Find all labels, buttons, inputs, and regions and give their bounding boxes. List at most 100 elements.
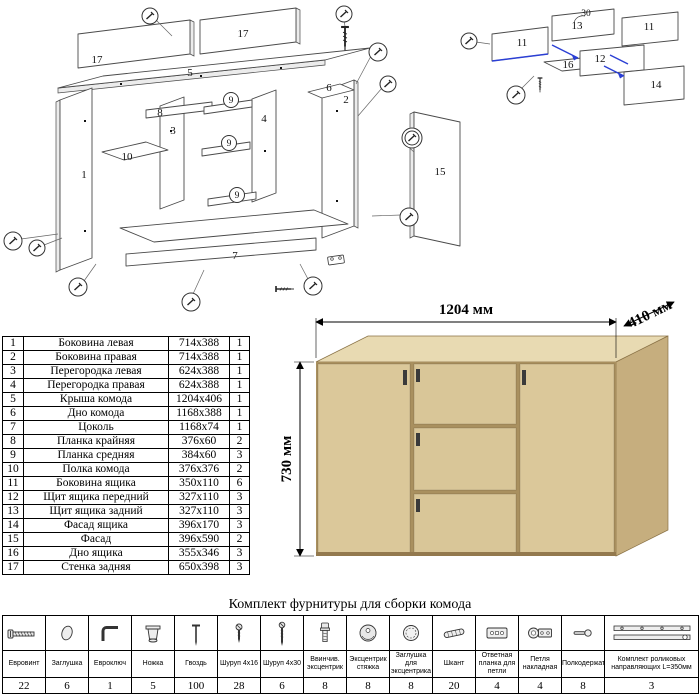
parts-table: 1 Боковина левая 714x388 1 2 Боковина пр…: [2, 336, 250, 575]
part-label: 5: [187, 67, 193, 79]
part-size: 714x388: [168, 336, 230, 351]
part-quantity: 2: [229, 434, 250, 449]
part-quantity: 1: [229, 364, 250, 379]
hardware-name: Гвоздь: [174, 650, 218, 678]
hardware-qty: 28: [217, 677, 261, 694]
part-size: 1168x74: [168, 420, 230, 435]
part-size: 384x60: [168, 448, 230, 463]
part-number: 14: [2, 518, 24, 533]
part-number: 13: [2, 504, 24, 519]
part-quantity: 1: [229, 406, 250, 421]
hardware-name: Евровинт: [2, 650, 46, 678]
parts-table-body: 1 Боковина левая 714x388 1 2 Боковина пр…: [2, 336, 250, 575]
hardware-name: Заглушка: [45, 650, 89, 678]
part-label: 7: [232, 250, 238, 262]
part-label: 17: [238, 28, 250, 40]
part-name: Боковина левая: [23, 336, 169, 351]
eccentric-cam-icon: [359, 624, 377, 642]
part-size: 1168x388: [168, 406, 230, 421]
hardware-qty: 8: [561, 677, 605, 694]
drawer-handle: [416, 433, 420, 446]
part-number: 1: [2, 336, 24, 351]
part-number: 16: [2, 546, 24, 561]
part-quantity: 1: [229, 378, 250, 393]
hardware-name: Шуруп 4x16: [217, 650, 261, 678]
hardware-qty: 1: [88, 677, 132, 694]
part-quantity: 3: [229, 490, 250, 505]
part-number: 11: [2, 476, 24, 491]
part-quantity: 3: [229, 504, 250, 519]
table-row: 16 Дно ящика 355x346 3: [2, 546, 250, 561]
part-name: Планка средняя: [23, 448, 169, 463]
hardware-names-row: Евровинт Заглушка Евроключ Ножка Гвоздь …: [2, 650, 699, 678]
leader-lines: [20, 19, 415, 295]
part-quantity: 3: [229, 518, 250, 533]
part-quantity: 1: [229, 336, 250, 351]
table-row: 15 Фасад 396x590 2: [2, 532, 250, 547]
table-row: 7 Цоколь 1168x74 1: [2, 420, 250, 435]
part-size: 624x388: [168, 364, 230, 379]
hardware-qty: 3: [604, 677, 699, 694]
roller-guides-icon: [613, 625, 690, 640]
part-size: 355x346: [168, 546, 230, 561]
part-label: 15: [435, 166, 447, 178]
part-size: 396x170: [168, 518, 230, 533]
hardware-kit-title: Комплект фурнитуры для сборки комода: [228, 597, 472, 612]
exploded-cabinet-parts: [55, 7, 461, 273]
shelf-support-icon: [573, 629, 592, 637]
hardware-name: Полкодержатель: [561, 650, 605, 678]
part-name: Фасад ящика: [23, 518, 169, 533]
part-number: 15: [2, 532, 24, 547]
part-number: 2: [2, 350, 24, 365]
depth-dimension-label: 410 мм: [626, 297, 675, 332]
drawer-handle: [416, 369, 420, 382]
part-quantity: 3: [229, 560, 250, 575]
table-row: 14 Фасад ящика 396x170 3: [2, 518, 250, 533]
width-dimension-label: 1204 мм: [439, 302, 493, 318]
hardware-qty: 20: [432, 677, 476, 694]
hardware-name: Шкант: [432, 650, 476, 678]
part-size: 376x376: [168, 462, 230, 477]
part-name: Дно ящика: [23, 546, 169, 561]
part-name: Цоколь: [23, 420, 169, 435]
hinge-plate-icon: [486, 627, 508, 639]
part-size: 1204x406: [168, 392, 230, 407]
screw-icon: [275, 285, 295, 293]
part-size: 650x398: [168, 560, 230, 575]
part-size: 327x110: [168, 504, 230, 519]
table-row: 17 Стенка задняя 650x398 3: [2, 560, 250, 575]
hardware-icons-row: [2, 615, 699, 651]
part-label: 16: [563, 59, 575, 71]
part-label: 17: [92, 54, 104, 66]
part-labels: 17 5 17 8 3 10 1 9 4 9 9 6 2 7 15: [81, 28, 446, 262]
overlay-hinge-icon: [528, 627, 552, 639]
screw-icon: [536, 77, 544, 94]
part-quantity: 1: [229, 420, 250, 435]
dresser-render: 1204 мм 410 мм 730 мм: [279, 297, 675, 557]
part-name: Полка комода: [23, 462, 169, 477]
table-row: 12 Щит ящика передний 327x110 3: [2, 490, 250, 505]
drawer-angle-mark: 30: [573, 9, 591, 24]
hardware-name: Ответная планка для петли: [475, 650, 519, 678]
part-label: 9: [229, 96, 234, 106]
part-number: 9: [2, 448, 24, 463]
hardware-callouts: [3, 5, 423, 312]
part-size: 624x388: [168, 378, 230, 393]
part-size: 396x590: [168, 532, 230, 547]
table-row: 2 Боковина правая 714x388 1: [2, 350, 250, 365]
hardware-quantities-row: 22 6 1 5 100 28 6 8 8 8 20 4 4 8 3: [2, 677, 699, 694]
drawer-exploded-diagram: 30 13 11 11 12 16 14: [460, 8, 685, 106]
hardware-qty: 8: [303, 677, 347, 694]
dresser-side: [615, 335, 669, 557]
part-label: 6: [326, 82, 332, 94]
part-quantity: 3: [229, 546, 250, 561]
part-quantity: 2: [229, 462, 250, 477]
hardware-name: Комплект роликовых направляющих L=350мм: [604, 650, 699, 678]
part-size: 327x110: [168, 490, 230, 505]
dresser-drawer-3: [413, 493, 517, 555]
part-quantity: 2: [229, 532, 250, 547]
drawer-parts: [491, 8, 685, 106]
part-name: Боковина правая: [23, 350, 169, 365]
part-number: 10: [2, 462, 24, 477]
part-name: Планка крайняя: [23, 434, 169, 449]
